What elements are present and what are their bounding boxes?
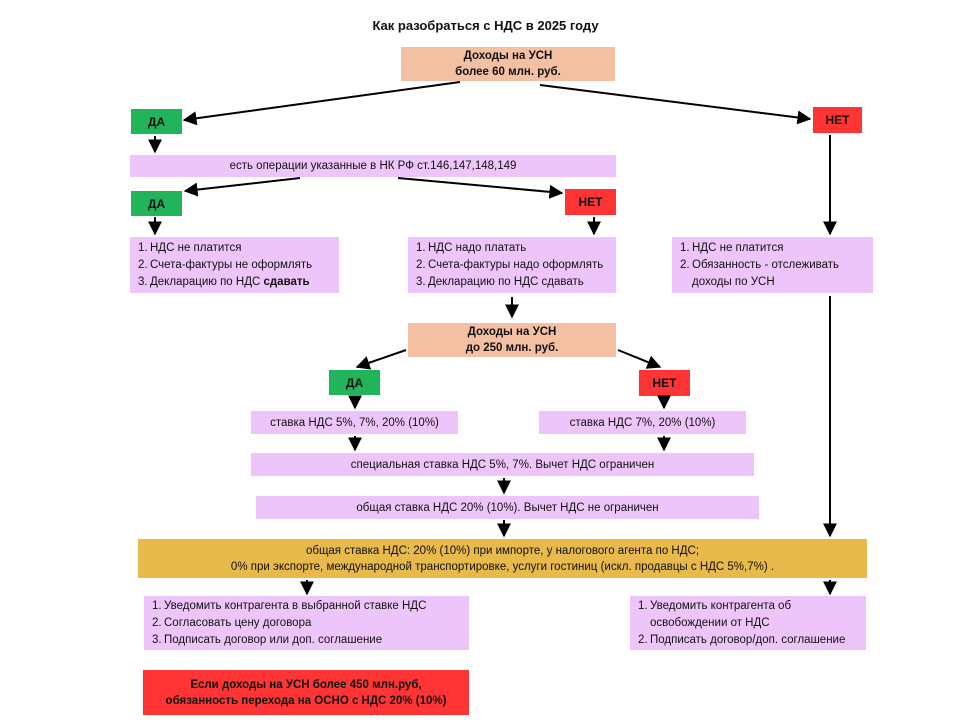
no-badge-2: НЕТ bbox=[565, 189, 616, 215]
list-item: 1.НДС не платится bbox=[680, 240, 867, 257]
income-up-to-250m-line2: до 250 млн. руб. bbox=[465, 342, 559, 354]
list-item: 1.НДС не платится bbox=[138, 240, 333, 257]
list-right-item2-line2: доходы по УСН bbox=[692, 275, 775, 288]
gold-box-line2: 0% при экспорте, международной транспорт… bbox=[230, 560, 775, 573]
list-mid-item1: НДС надо платать bbox=[428, 241, 527, 254]
income-over-60m-box: Доходы на УСН более 60 млн. руб. bbox=[401, 47, 615, 81]
list-item: 2.Подписать договор/доп. соглашение bbox=[638, 632, 860, 649]
gold-box-line1: общая ставка НДС: 20% (10%) при импорте,… bbox=[305, 544, 700, 557]
list-left-item3-bold: сдавать bbox=[263, 275, 310, 288]
yes-badge-3: ДА bbox=[329, 370, 380, 395]
list-item: 1.Уведомить контрагента в выбранной став… bbox=[152, 598, 463, 615]
income-up-to-250m-box: Доходы на УСН до 250 млн. руб. bbox=[408, 323, 616, 357]
list-bottom-left-item2: Согласовать цену договора bbox=[164, 616, 312, 629]
special-rate-box: специальная ставка НДС 5%, 7%. Вычет НДС… bbox=[251, 453, 754, 476]
list-bottom-right-item1-line1: Уведомить контрагента об bbox=[650, 599, 792, 612]
list-item: 2.Обязанность - отслеживать bbox=[680, 257, 867, 274]
list-item: 3.Декларацию по НДС сдавать bbox=[138, 275, 310, 288]
list-item: 2.Счета-фактуры не оформлять bbox=[138, 257, 333, 274]
arrow-peach-to-no3 bbox=[617, 349, 662, 369]
list-middle: 1.НДС надо платать 2.Счета-фактуры надо … bbox=[408, 237, 616, 293]
arrow-top-to-no bbox=[539, 84, 812, 125]
income-over-60m-line2: более 60 млн. руб. bbox=[455, 66, 561, 78]
list-bottom-right-item1-line2: освобождении от НДС bbox=[650, 616, 770, 629]
diagram-title: Как разобраться с НДС в 2025 году bbox=[372, 18, 599, 33]
warning-line1: Если доходы на УСН более 450 млн.руб, bbox=[190, 678, 422, 691]
list-mid-item2: Счета-фактуры надо оформлять bbox=[428, 258, 604, 271]
list-left-item3-text: Декларацию по НДС bbox=[150, 275, 264, 288]
list-item: 1.НДС надо платать bbox=[416, 240, 610, 257]
list-left-item1: НДС не платится bbox=[150, 241, 242, 254]
income-over-60m-line1: Доходы на УСН bbox=[463, 50, 553, 62]
list-right-item2-line1: Обязанность - отслеживать bbox=[692, 258, 840, 271]
list-bottom-right-item2: Подписать договор/доп. соглашение bbox=[650, 633, 846, 646]
list-left: 1.НДС не платится 2.Счета-фактуры не офо… bbox=[130, 237, 339, 293]
arrow-peach-to-yes3 bbox=[355, 349, 407, 370]
list-item: 2.Согласовать цену договора bbox=[152, 615, 463, 632]
list-item: 1.Уведомить контрагента об bbox=[638, 598, 860, 615]
list-item: 3.Подписать договор или доп. соглашение bbox=[152, 632, 463, 649]
list-bottom-right: 1.Уведомить контрагента об освобождении … bbox=[630, 596, 866, 650]
no-badge-1: НЕТ bbox=[813, 107, 862, 133]
rate-yes-box: ставка НДС 5%, 7%, 20% (10%) bbox=[251, 411, 458, 434]
list-item: 2.Счета-фактуры надо оформлять bbox=[416, 257, 610, 274]
general-rate-box: общая ставка НДС 20% (10%). Вычет НДС не… bbox=[256, 496, 759, 519]
list-bottom-left-item1: Уведомить контрагента в выбранной ставке… bbox=[164, 599, 427, 612]
list-bottom-left: 1.Уведомить контрагента в выбранной став… bbox=[144, 596, 469, 650]
yes-badge-2: ДА bbox=[131, 191, 182, 216]
warning-line2: обязанность перехода на ОСНО с НДС 20% (… bbox=[165, 694, 447, 707]
arrow-top-to-yes bbox=[182, 81, 461, 126]
list-right: 1.НДС не платится 2.Обязанность - отслеж… bbox=[672, 237, 873, 293]
arrow-operations-to-no2 bbox=[397, 177, 564, 199]
income-up-to-250m-line1: Доходы на УСН bbox=[467, 326, 557, 338]
yes-badge-1: ДА bbox=[131, 109, 182, 134]
operations-box: есть операции указанные в НК РФ ст.146,1… bbox=[130, 155, 616, 177]
list-item: 3.Декларацию по НДС сдавать bbox=[416, 274, 610, 291]
rate-no-box: ставка НДС 7%, 20% (10%) bbox=[539, 411, 746, 434]
arrow-operations-to-yes2 bbox=[183, 177, 301, 197]
list-bottom-left-item3: Подписать договор или доп. соглашение bbox=[164, 633, 383, 646]
list-mid-item3: Декларацию по НДС сдавать bbox=[428, 275, 584, 288]
warning-box: Если доходы на УСН более 450 млн.руб, об… bbox=[143, 670, 469, 715]
list-left-item2: Счета-фактуры не оформлять bbox=[150, 258, 313, 271]
list-right-item1: НДС не платится bbox=[692, 241, 784, 254]
general-rate-gold-box: общая ставка НДС: 20% (10%) при импорте,… bbox=[138, 539, 867, 578]
no-badge-3: НЕТ bbox=[639, 370, 690, 396]
